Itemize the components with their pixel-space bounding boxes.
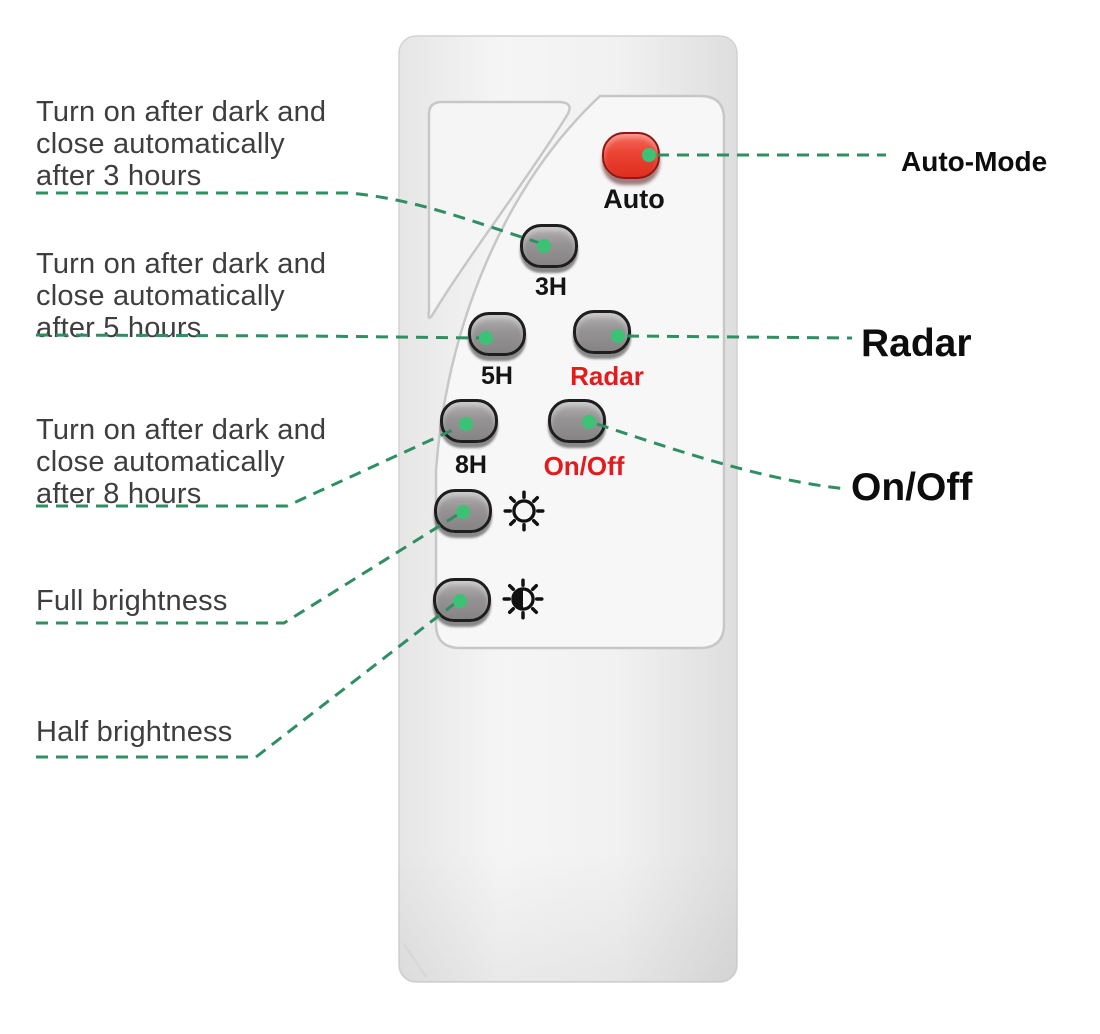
timer-5h-label: 5H — [481, 362, 513, 390]
annotation-line: close automatically — [36, 446, 285, 478]
annotation-line: Turn on after dark and — [36, 248, 327, 280]
half-sun-icon — [502, 578, 544, 620]
annotation-timer-5h: Turn on after dark and close automatical… — [36, 248, 326, 344]
annotation-full-brightness: Full brightness — [36, 585, 228, 617]
full-brightness-button[interactable] — [434, 489, 492, 533]
annotation-line: close automatically — [36, 280, 285, 312]
annotation-line: Full brightness — [36, 585, 228, 617]
remote-bottom-shading — [399, 850, 737, 982]
timer-8h-button[interactable] — [440, 399, 498, 443]
bottom-bevel-left — [403, 943, 427, 978]
annotation-line: Turn on after dark and — [36, 96, 327, 128]
annotation-timer-3h: Turn on after dark and close automatical… — [36, 96, 326, 192]
label-on-off: On/Off — [851, 466, 973, 509]
annotation-line: after 3 hours — [36, 160, 202, 192]
annotation-half-brightness: Half brightness — [36, 716, 232, 748]
annotation-line: close automatically — [36, 128, 285, 160]
radar-button[interactable] — [573, 310, 631, 354]
bottom-bevel-right — [709, 943, 733, 978]
label-auto-mode: Auto-Mode — [901, 146, 1048, 177]
annotation-line: Turn on after dark and — [36, 414, 327, 446]
annotation-line: after 5 hours — [36, 312, 202, 344]
radar-button-label: Radar — [570, 361, 644, 391]
annotation-line: Half brightness — [36, 716, 233, 748]
half-brightness-button[interactable] — [433, 578, 491, 622]
on-off-button-label: On/Off — [543, 451, 625, 481]
timer-3h-label: 3H — [535, 273, 567, 301]
auto-button[interactable] — [602, 132, 660, 179]
on-off-button[interactable] — [548, 399, 606, 443]
timer-5h-button[interactable] — [468, 312, 526, 356]
timer-8h-label: 8H — [455, 451, 487, 479]
annotation-timer-8h: Turn on after dark and close automatical… — [36, 414, 326, 510]
timer-3h-button[interactable] — [520, 224, 578, 268]
label-radar: Radar — [861, 322, 972, 365]
sun-icon — [503, 490, 545, 532]
auto-button-label: Auto — [603, 184, 665, 214]
annotation-line: after 8 hours — [36, 478, 202, 510]
